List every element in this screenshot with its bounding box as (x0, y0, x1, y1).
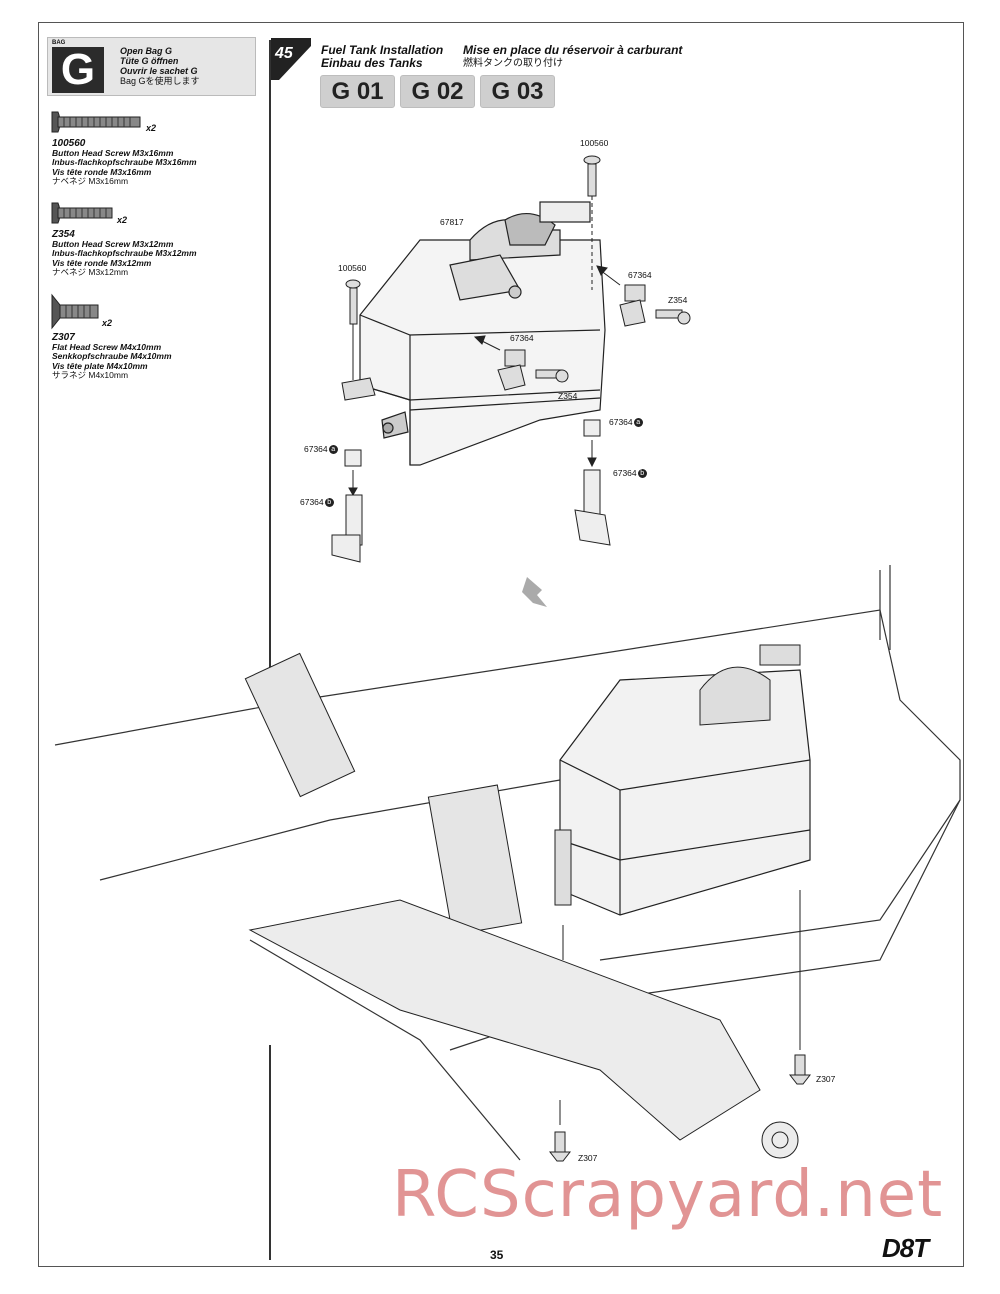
part-qty-3: x2 (102, 318, 113, 328)
bag-line-jp: Bag Gを使用します (120, 76, 200, 86)
watermark: RCScrapyard.net (392, 1158, 944, 1232)
part-qty-1: x2 (146, 123, 157, 133)
part-name-jp: ナベネジ M3x12mm (52, 267, 129, 277)
page-number: 35 (490, 1248, 504, 1262)
part-name-en: Button Head Screw M3x16mm (52, 147, 174, 158)
fuel-cap-installed (699, 644, 801, 726)
part-name-fr: Vis tête ronde M3x16mm (52, 166, 152, 177)
arrow-icons (348, 265, 621, 497)
bag-letter: G (52, 47, 104, 93)
part-name-fr: Vis tête plate M4x10mm (52, 360, 148, 371)
part-name-jp: ナベネジ M3x16mm (52, 176, 129, 186)
step-title-fr: Mise en place du réservoir à carburant (463, 43, 683, 57)
step-title-en: Fuel Tank Installation (321, 43, 444, 57)
flat-head-screw-icon (51, 293, 99, 330)
step-title-right: Mise en place du réservoir à carburant 燃… (463, 44, 682, 70)
part-name-jp: サラネジ M4x10mm (52, 370, 129, 380)
step-number-badge: 45 (271, 38, 311, 80)
screw-z354-right-icon (655, 309, 691, 325)
mount-left-icon (341, 377, 376, 401)
callout-screw-right: Z354 (668, 295, 688, 305)
part-100560: 100560 Button Head Screw M3x16mm Inbus-f… (52, 139, 197, 187)
step-number: 45 (274, 45, 294, 62)
part-name-de: Senkkopfschraube M4x10mm (52, 351, 172, 361)
page-frame (38, 22, 964, 1267)
part-name-de: Inbus-flachkopfschraube M3x12mm (52, 248, 197, 258)
part-name-fr: Vis tête ronde M3x12mm (52, 257, 152, 268)
bag-line-en: Open Bag G (120, 46, 173, 56)
step-title-jp: 燃料タンクの取り付け (463, 58, 563, 69)
callout-tank: 67817 (440, 217, 464, 227)
part-z307: Z307 Flat Head Screw M4x10mm Senkkopfsch… (52, 333, 172, 381)
step-arrow-icon (522, 577, 547, 607)
part-name-de: Inbus-flachkopfschraube M3x16mm (52, 157, 197, 167)
part-z354: Z354 Button Head Screw M3x12mm Inbus-fla… (52, 230, 197, 278)
callout-screw-mid: Z354 (558, 391, 578, 401)
shock-absorber (244, 652, 523, 936)
screw-z354-mid-icon (535, 369, 569, 383)
part-code: 100560 (52, 138, 86, 149)
callout-z307-bottom: Z307 (578, 1153, 598, 1163)
mount-67364-mid-icon (497, 349, 526, 391)
button-head-screw-icon (51, 111, 141, 133)
screw-100560-left-icon (345, 279, 361, 325)
bag-instructions: Open Bag G Tüte G öffnen Ouvrir le sache… (120, 46, 200, 86)
bag-chip-g03: G 03 (480, 75, 555, 108)
part-name-en: Flat Head Screw M4x10mm (52, 341, 162, 352)
screw-100560-top-icon (583, 155, 601, 197)
step-title-left: Fuel Tank Installation Einbau des Tanks (321, 44, 443, 70)
post-left-icon (331, 449, 363, 563)
callout-screw-top: 100560 (580, 138, 609, 148)
part-code: Z307 (52, 332, 75, 343)
step-title-de: Einbau des Tanks (321, 56, 423, 70)
screw-z307-right-icon (788, 1054, 812, 1085)
bag-chip-g01: G 01 (320, 75, 395, 108)
callout-mount-mid: 67364 (510, 333, 534, 343)
callout-z307-right: Z307 (816, 1074, 836, 1084)
suspension-arm (248, 899, 799, 1159)
post-installed-icon (554, 829, 572, 906)
part-qty-2: x2 (117, 215, 128, 225)
bag-tag: BAG (52, 40, 66, 46)
brand-logo: D8T (882, 1233, 929, 1263)
part-name-en: Button Head Screw M3x12mm (52, 238, 174, 249)
part-code: Z354 (52, 229, 75, 240)
bag-line-de: Tüte G öffnen (120, 56, 179, 66)
screw-z307-bottom-icon (548, 1131, 572, 1162)
button-head-screw-short-icon (51, 202, 113, 224)
column-divider-bottom (269, 1045, 271, 1260)
parts-icons (51, 111, 141, 330)
fuel-tank-installed (559, 669, 811, 916)
callout-mount-right: 67364 (628, 270, 652, 280)
column-divider-top (269, 40, 271, 690)
mount-67364-right-icon (619, 284, 646, 327)
bag-header: BAG G Open Bag G Tüte G öffnen Ouvrir le… (47, 37, 256, 96)
callout-screw-left: 100560 (338, 263, 367, 273)
fuel-tank-exploded (359, 201, 606, 466)
post-right-icon (574, 419, 611, 546)
bag-line-fr: Ouvrir le sachet G (120, 66, 198, 76)
bag-chip-g02: G 02 (400, 75, 475, 108)
